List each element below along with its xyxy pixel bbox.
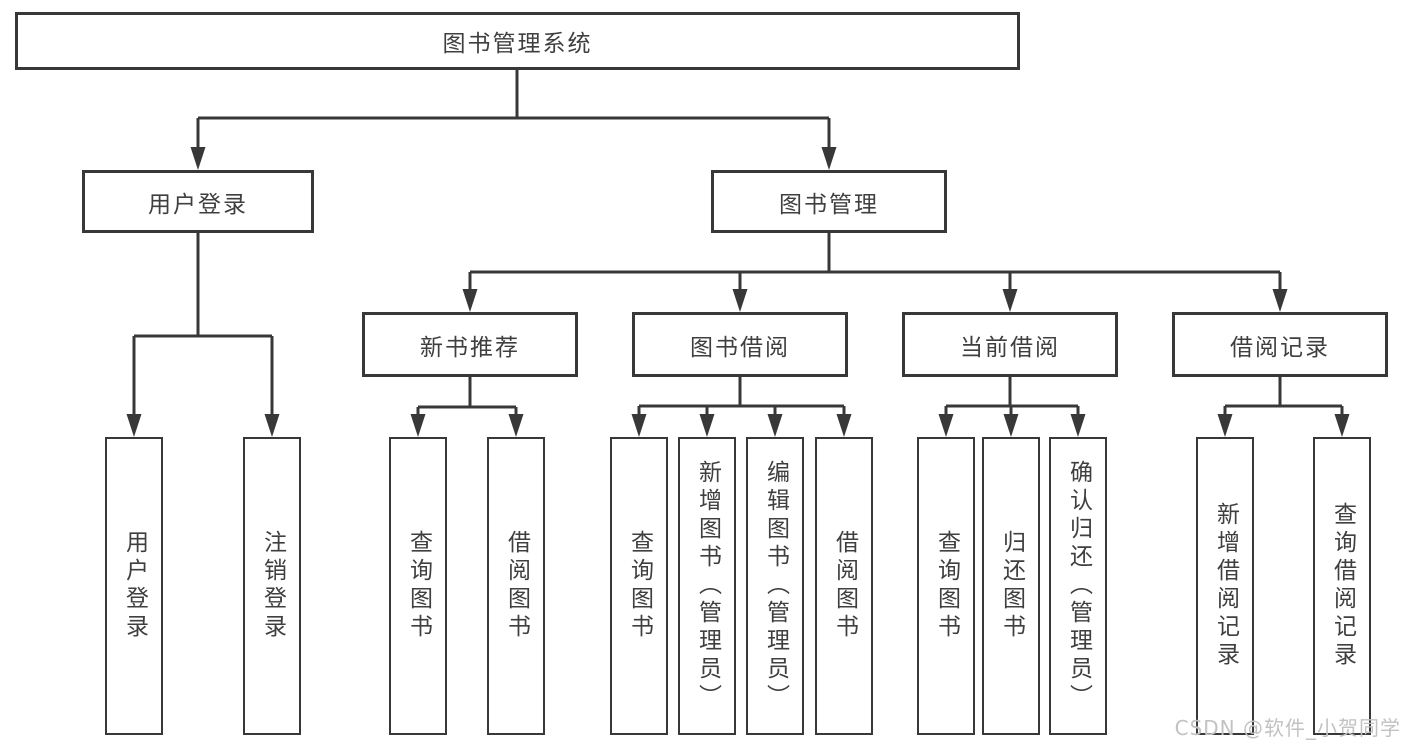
- node-book-borrow: 图书借阅: [632, 312, 848, 377]
- leaf-label: 查询图书: [933, 530, 960, 642]
- leaf-label: 查询图书: [405, 530, 432, 642]
- node-new-book-recommend: 新书推荐: [362, 312, 578, 377]
- node-book-management: 图书管理: [711, 170, 947, 233]
- leaf-confirm-return-admin: 确认归还（管理员）: [1049, 437, 1107, 735]
- leaf-label: 注销登录: [259, 530, 286, 642]
- node-borrow-records: 借阅记录: [1172, 312, 1388, 377]
- connector-lines: [132, 70, 1344, 419]
- leaf-add-borrow-record: 新增借阅记录: [1196, 437, 1254, 735]
- leaf-label: 确认归还（管理员）: [1065, 460, 1092, 712]
- leaf-add-books-admin: 新增图书（管理员）: [678, 437, 736, 735]
- leaf-query-books-borrow: 查询图书: [610, 437, 668, 735]
- arrowheads: [126, 147, 1350, 437]
- leaf-label: 查询图书: [626, 530, 653, 642]
- leaf-query-books-recommend: 查询图书: [389, 437, 447, 735]
- leaf-label: 编辑图书（管理员）: [762, 460, 789, 712]
- leaf-label: 借阅图书: [831, 530, 858, 642]
- leaf-label: 归还图书: [998, 530, 1025, 642]
- leaf-borrow-books-recommend: 借阅图书: [487, 437, 545, 735]
- leaf-label: 查询借阅记录: [1329, 502, 1356, 670]
- node-library-management-system: 图书管理系统: [15, 12, 1020, 70]
- leaf-query-borrow-record: 查询借阅记录: [1313, 437, 1371, 735]
- leaf-user-login: 用户登录: [105, 437, 163, 735]
- leaf-borrow-books: 借阅图书: [815, 437, 873, 735]
- csdn-watermark: CSDN @软件_小贺同学: [1174, 716, 1401, 740]
- leaf-edit-books-admin: 编辑图书（管理员）: [746, 437, 804, 735]
- leaf-label: 新增图书（管理员）: [694, 460, 721, 712]
- leaf-label: 新增借阅记录: [1212, 502, 1239, 670]
- node-user-login: 用户登录: [82, 170, 314, 233]
- leaf-return-books: 归还图书: [982, 437, 1040, 735]
- node-current-borrow: 当前借阅: [902, 312, 1118, 377]
- leaf-label: 借阅图书: [503, 530, 530, 642]
- leaf-query-books-current: 查询图书: [917, 437, 975, 735]
- leaf-logout: 注销登录: [243, 437, 301, 735]
- leaf-label: 用户登录: [121, 530, 148, 642]
